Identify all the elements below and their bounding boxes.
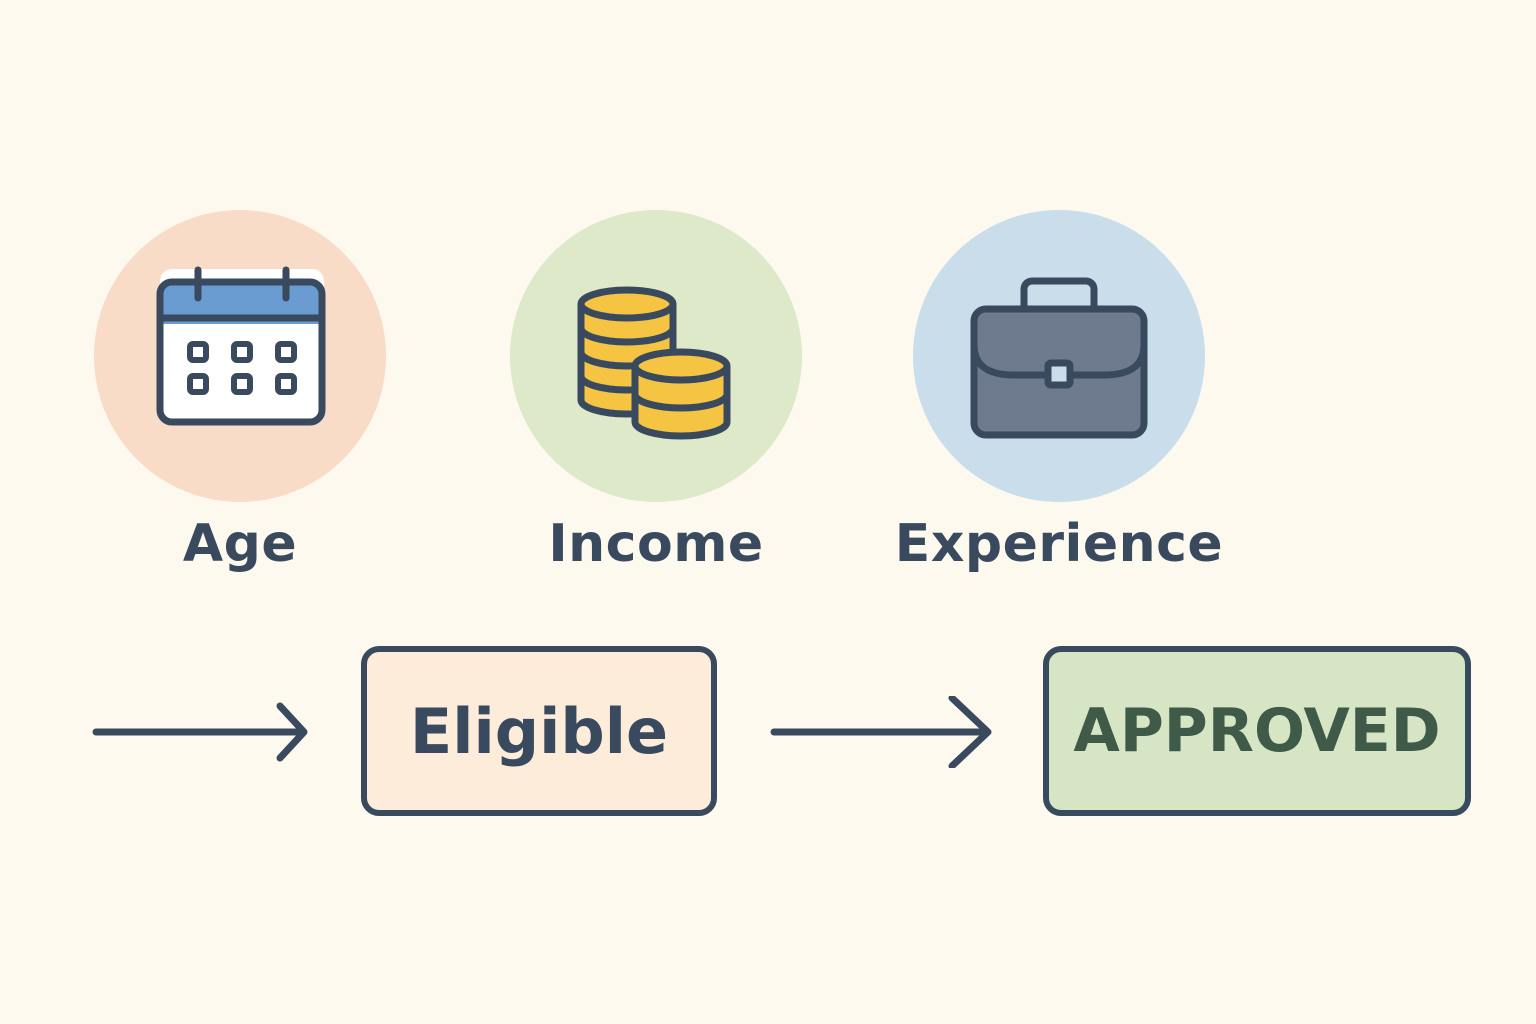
arrow-right-icon	[92, 702, 308, 762]
arrow-right-icon	[770, 696, 992, 768]
eligible-box: Eligible	[361, 646, 717, 816]
calendar-icon	[156, 266, 326, 426]
experience-label: Experience	[894, 514, 1224, 574]
approved-box: APPROVED	[1043, 646, 1471, 816]
age-circle	[94, 210, 386, 502]
experience-circle	[913, 210, 1205, 502]
age-label: Age	[182, 514, 298, 574]
approved-label: APPROVED	[1073, 696, 1441, 766]
eligible-label: Eligible	[409, 694, 669, 768]
briefcase-icon	[970, 277, 1148, 439]
coins-icon	[577, 286, 731, 440]
income-label: Income	[548, 514, 764, 574]
income-circle	[510, 210, 802, 502]
factor-age: Age	[94, 210, 386, 574]
factor-experience: Experience	[895, 210, 1223, 574]
factor-income: Income	[510, 210, 802, 574]
